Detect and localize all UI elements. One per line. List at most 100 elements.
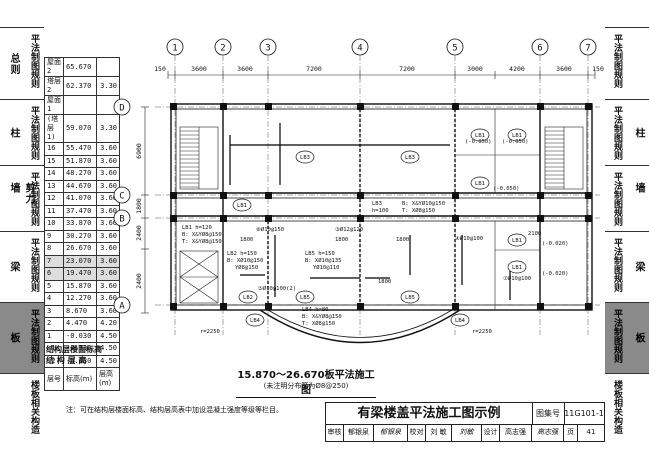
left-tab-5[interactable]: 楼板相关构造 xyxy=(0,373,44,451)
floor-number: 8 xyxy=(44,242,64,256)
designer-signature: 高志强 xyxy=(532,424,564,441)
lb4-bottom-bars: B: X&YØ8@150 xyxy=(302,313,342,320)
svg-text:LB5: LB5 xyxy=(300,295,310,301)
top-dimension: 7200 xyxy=(399,65,415,73)
svg-text:C: C xyxy=(119,192,124,202)
floor-height: 3.60 xyxy=(96,279,120,293)
floor-number: 屋面1 xyxy=(44,95,64,115)
rebar-3: ③Ø12@120 xyxy=(335,226,363,233)
lb3-thickness: h=100 xyxy=(372,208,389,214)
slab-bubble-lb1: LB1 xyxy=(232,198,252,212)
right-tab-0[interactable]: 平法制图规则 xyxy=(605,27,649,99)
caption-line-1: 结构层楼面标高 xyxy=(46,345,102,354)
tab-subtitle: 平法制图规则 xyxy=(29,34,39,88)
stair-right xyxy=(544,126,584,190)
lb3-spec: LB3 xyxy=(372,201,382,207)
svg-text:1: 1 xyxy=(172,44,177,54)
tab-title: 剪力墙 xyxy=(633,182,649,204)
atlas-number: 11G101-1 xyxy=(564,403,604,425)
floor-number: 15 xyxy=(44,154,64,168)
lb2-spec: LB2 h=150 xyxy=(227,251,257,257)
floor-number: 13 xyxy=(44,179,64,193)
left-dimension: 2400 xyxy=(135,225,143,241)
lb5-spec: LB5 h=150 xyxy=(305,251,335,257)
top-dimension: 3600 xyxy=(237,65,253,73)
top-dimension: 3000 xyxy=(467,65,483,73)
left-tab-1[interactable]: 平法制图规则柱 xyxy=(0,99,44,165)
floor-number: 4 xyxy=(44,292,64,306)
floor-number: 2 xyxy=(44,317,64,331)
svg-text:D: D xyxy=(119,104,124,114)
checker-name: 刘 敏 xyxy=(426,424,452,441)
floor-elevation: 41.070 xyxy=(63,192,97,206)
elev-note-2: (-0.050) xyxy=(502,139,529,145)
slab-bubble-lb4: LB4 xyxy=(245,313,265,327)
floor-number: (塔层1) xyxy=(44,114,64,143)
floor-table-header: 层号标高(m)层高(m) xyxy=(44,367,120,391)
floor-elevation: 12.270 xyxy=(63,292,97,306)
right-tab-3[interactable]: 平法制图规则梁 xyxy=(605,231,649,302)
tab-subtitle: 平法制图规则 xyxy=(29,309,39,363)
floor-elevation: 15.870 xyxy=(63,279,97,293)
floor-number: 9 xyxy=(44,229,64,243)
plan-subtitle: (未注明分布筋为Ø8@250) xyxy=(263,382,349,390)
header-height: 层高(m) xyxy=(96,367,120,391)
left-tab-0[interactable]: 平法制图规则总则 xyxy=(0,27,44,99)
lb2-bottom-bars: B: XØ10@150 xyxy=(227,257,263,264)
svg-text:LB3: LB3 xyxy=(300,155,310,161)
floor-elevation: 4.470 xyxy=(63,317,97,331)
axis-bubble-7: 7 xyxy=(579,38,597,56)
axis-bubble-C: C xyxy=(113,186,131,204)
stair-left xyxy=(179,126,219,190)
svg-text:LB1: LB1 xyxy=(512,238,522,244)
caption-line-2: 结 构 层 高 xyxy=(46,356,87,365)
left-tab-4[interactable]: 平法制图规则板 xyxy=(0,302,44,373)
floor-number: 12 xyxy=(44,192,64,206)
axis-bubble-A: A xyxy=(113,296,131,314)
lb5-bottom-bars: B: XØ10@135 xyxy=(305,257,341,264)
svg-text:LB1: LB1 xyxy=(475,133,485,139)
top-dimension: 3600 xyxy=(191,65,207,73)
floor-height: 3.60 xyxy=(96,154,120,168)
reviewer-signature: 郁银泉 xyxy=(374,424,408,441)
page-number: 41 xyxy=(586,428,596,436)
svg-text:LB1: LB1 xyxy=(475,181,485,187)
rebar-7: ⑦Ø10@100 xyxy=(503,275,531,282)
right-tab-5[interactable]: 楼板相关构造 xyxy=(605,373,649,451)
floor-elevation: 65.670 xyxy=(63,57,97,77)
right-tab-1[interactable]: 平法制图规则柱 xyxy=(605,99,649,165)
left-tab-2[interactable]: 平法制图规则剪力墙 xyxy=(0,165,44,231)
floor-elevation: 44.670 xyxy=(63,179,97,193)
tab-title: 梁 xyxy=(8,261,19,273)
left-dimension: 6900 xyxy=(135,143,143,159)
rebar-8: ⑧Ø10@150 xyxy=(256,226,284,233)
floor-elevation: 62.370 xyxy=(63,76,97,96)
left-dimension: 2400 xyxy=(135,273,143,289)
left-tab-3[interactable]: 平法制图规则梁 xyxy=(0,231,44,302)
floor-number: 11 xyxy=(44,204,64,218)
footnote: 注：可在结构层楼面标高、结构层高表中加设混凝土强度等级等栏目。 xyxy=(66,406,283,414)
floor-elevation: 23.070 xyxy=(63,254,97,268)
floor-height: 3.30 xyxy=(96,114,120,143)
floor-elevation: -0.030 xyxy=(63,329,97,343)
header-elev: 标高(m) xyxy=(63,367,97,391)
svg-text:2: 2 xyxy=(220,44,225,54)
floor-elevation: 37.470 xyxy=(63,204,97,218)
right-tab-4[interactable]: 平法制图规则板 xyxy=(605,302,649,373)
title-block: 有梁楼盖平法施工图示例 图集号 11G101-1 审核 郁银泉 郁银泉 校对 刘… xyxy=(325,402,605,442)
axis-bubble-3: 3 xyxy=(259,38,277,56)
